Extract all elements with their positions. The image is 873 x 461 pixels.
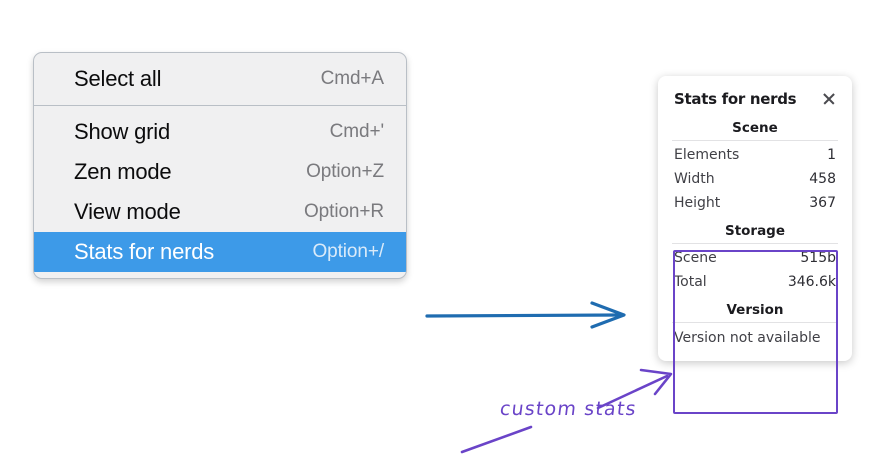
stat-value: 346.6k — [787, 274, 836, 290]
menu-item-shortcut: Option+Z — [306, 161, 384, 182]
blue-arrow — [425, 301, 626, 329]
stat-label: Elements — [674, 147, 740, 163]
stat-label: Width — [674, 171, 715, 187]
menu-group-1: Select all Cmd+A — [34, 53, 406, 105]
stat-label: Scene — [674, 250, 717, 266]
stat-value: 367 — [809, 195, 836, 211]
stat-value: 458 — [809, 171, 836, 187]
menu-item-shortcut: Option+R — [304, 201, 384, 222]
custom-stats-annotation-label: custom stats — [498, 398, 639, 420]
stat-row-storage-total: Total 346.6k — [658, 270, 852, 294]
menu-item-select-all[interactable]: Select all Cmd+A — [34, 59, 406, 99]
stat-version-text: Version not available — [674, 330, 821, 346]
menu-item-label: Select all — [74, 66, 162, 91]
close-icon[interactable] — [820, 90, 838, 108]
menu-group-2: Show grid Cmd+' Zen mode Option+Z View m… — [34, 105, 406, 278]
menu-item-stats-for-nerds[interactable]: Stats for nerds Option+/ — [34, 232, 406, 272]
menu-item-label: Show grid — [74, 119, 171, 144]
menu-item-zen-mode[interactable]: Zen mode Option+Z — [34, 152, 406, 192]
section-heading-storage: Storage — [724, 223, 786, 239]
panel-header: Stats for nerds — [658, 86, 852, 112]
menu-item-view-mode[interactable]: View mode Option+R — [34, 192, 406, 232]
menu-item-shortcut: Cmd+' — [329, 121, 384, 142]
menu-item-show-grid[interactable]: Show grid Cmd+' — [34, 112, 406, 152]
stat-row-elements: Elements 1 — [658, 143, 852, 167]
section-divider — [672, 140, 838, 141]
section-heading-scene: Scene — [732, 120, 778, 136]
stats-for-nerds-panel: Stats for nerds Scene Elements 1 Width 4… — [658, 76, 852, 361]
section-heading-version: Version — [726, 302, 784, 318]
section-divider — [672, 243, 838, 244]
purple-underline-stroke — [460, 425, 533, 454]
menu-item-label: Stats for nerds — [74, 239, 215, 264]
stat-label: Total — [674, 274, 707, 290]
stat-label: Height — [674, 195, 721, 211]
context-menu[interactable]: Select all Cmd+A Show grid Cmd+' Zen mod… — [33, 52, 407, 279]
menu-item-shortcut: Option+/ — [312, 241, 384, 262]
panel-title: Stats for nerds — [674, 90, 797, 108]
menu-item-shortcut: Cmd+A — [320, 68, 384, 89]
menu-item-label: Zen mode — [74, 159, 172, 184]
stat-row-storage-scene: Scene 515b — [658, 246, 852, 270]
section-divider — [672, 322, 838, 323]
stat-value: 1 — [827, 147, 836, 163]
stat-row-width: Width 458 — [658, 167, 852, 191]
stat-value: 515b — [800, 250, 836, 266]
menu-item-label: View mode — [74, 199, 181, 224]
stat-row-height: Height 367 — [658, 191, 852, 215]
